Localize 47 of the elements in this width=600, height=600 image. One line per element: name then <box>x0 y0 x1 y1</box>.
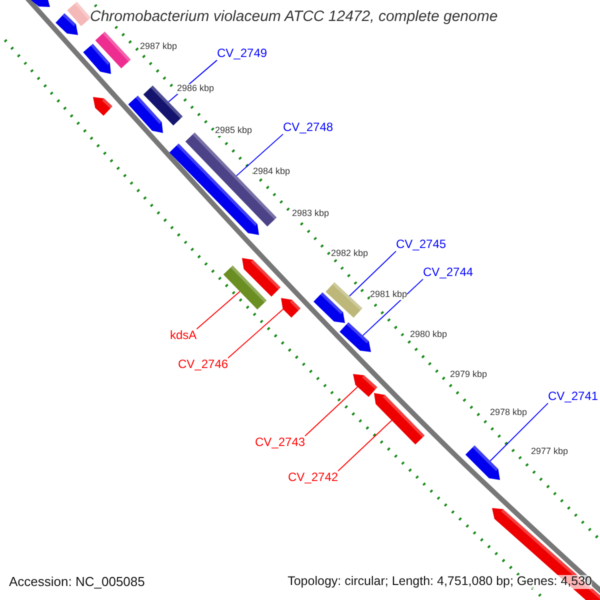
gene-bar <box>326 282 362 318</box>
leader-line <box>338 420 392 472</box>
gene-feature <box>314 292 345 323</box>
gene-feature <box>465 445 500 480</box>
gene-label: CV_2741 <box>548 390 598 404</box>
gene-feature <box>56 13 78 35</box>
tick-label: 2986 kbp <box>177 84 214 94</box>
gene-label: CV_2746 <box>178 358 228 372</box>
tick-label: 2983 kbp <box>292 209 330 219</box>
gene-label: CV_2745 <box>396 238 446 252</box>
accession-text: Accession: NC_005085 <box>9 575 145 590</box>
gene-feature <box>340 322 371 352</box>
tick-label: 2978 kbp <box>490 408 528 418</box>
leader-line <box>304 386 358 436</box>
genome-info-text: Topology: circular; Length: 4,751,080 bp; Genes: 4,530 <box>288 575 592 589</box>
tick-label: 2977 kbp <box>531 447 568 457</box>
gene-feature <box>492 508 600 600</box>
gene-feature <box>128 96 163 133</box>
gene-feature <box>242 258 281 297</box>
gene-label: CV_2749 <box>217 47 268 60</box>
gene-feature <box>374 393 425 445</box>
gene-feature <box>83 44 111 74</box>
gene-bar <box>95 32 131 68</box>
leader-line <box>490 402 548 462</box>
gene-label: CV_2744 <box>423 266 474 280</box>
tick-label: 2979 kbp <box>450 370 488 380</box>
gene-bar <box>223 265 267 310</box>
gene-feature <box>281 298 301 318</box>
leader-line <box>362 278 424 336</box>
gene-label: kdsA <box>170 329 197 342</box>
tick-label: 2981 kbp <box>370 290 408 300</box>
gene-label: CV_2742 <box>288 471 338 484</box>
gene-feature <box>353 374 378 397</box>
tick-label: 2987 kbp <box>140 42 178 52</box>
gene-label: CV_2748 <box>283 121 334 134</box>
tick-label: 2985 kbp <box>215 126 252 136</box>
gene-bar <box>67 2 91 26</box>
leader-line <box>196 291 240 330</box>
gene-feature <box>93 97 112 116</box>
gene-feature <box>30 0 50 7</box>
gene-label: CV_2743 <box>255 436 306 450</box>
tick-label: 2980 kbp <box>410 330 448 340</box>
leader-line <box>348 250 396 297</box>
tick-label: 2982 kbp <box>331 249 368 259</box>
leader-line <box>228 308 284 358</box>
tick-label: 2984 kbp <box>253 167 290 177</box>
leader-line <box>236 134 284 176</box>
